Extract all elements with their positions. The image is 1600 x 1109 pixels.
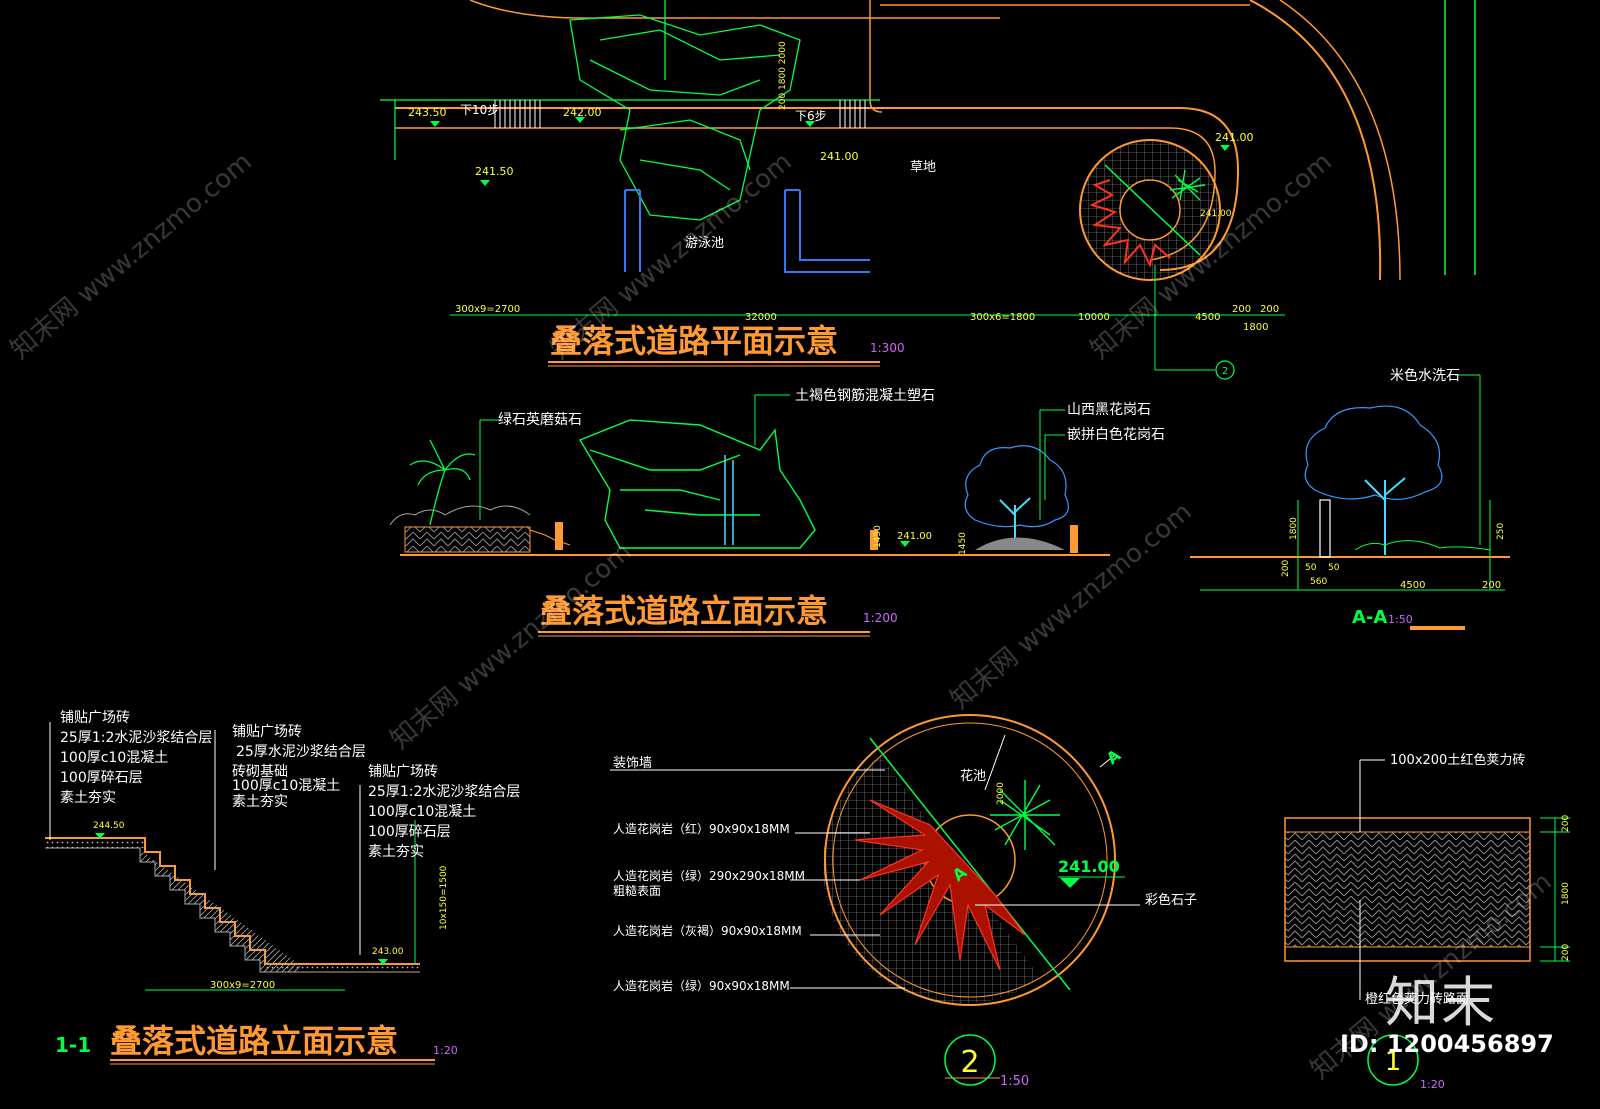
stair-elev-bot: 243.00 bbox=[372, 947, 404, 957]
stair-layer-a-1: 25厚1:2水泥沙浆结合层 bbox=[60, 730, 212, 746]
stair-layer-a-0: 铺贴广场砖 bbox=[60, 710, 130, 726]
plan-view: 2 243.50 下10步 242.00 下6步 241.50 241.00 2… bbox=[380, 0, 1476, 380]
aa-dim-5: 50 bbox=[1328, 563, 1340, 573]
plan-elev-6: 241.00 bbox=[1200, 209, 1232, 219]
stair-scale: 1:20 bbox=[433, 1044, 458, 1057]
aa-dim-7: 4500 bbox=[1400, 580, 1425, 591]
plan-elev-4: 241.00 bbox=[820, 150, 859, 163]
d2-label-3b: 粗糙表面 bbox=[613, 884, 661, 898]
d2-label-2: 人造花岗岩（红）90x90x18MM bbox=[613, 821, 790, 836]
plan-elev-3: 241.50 bbox=[475, 165, 514, 178]
stair-layer-b-3: 100厚c10混凝土 bbox=[232, 778, 340, 794]
aa-dim-8: 200 bbox=[1482, 580, 1501, 591]
d2-num: 2 bbox=[960, 1045, 979, 1080]
elev-scale: 1:200 bbox=[863, 611, 898, 625]
d2-scale: 1:50 bbox=[1000, 1074, 1029, 1089]
watermark-site-4: 知末网 www.znzmo.com bbox=[385, 537, 637, 756]
plan-title: 叠落式道路平面示意 bbox=[550, 322, 838, 360]
watermark-site-1: 知末网 www.znzmo.com bbox=[5, 147, 257, 366]
stair-layer-c-4: 素土夯实 bbox=[368, 844, 424, 860]
stair-layer-a-2: 100厚c10混凝土 bbox=[60, 750, 168, 766]
stair-layer-c-3: 100厚碎石层 bbox=[368, 824, 451, 840]
elev-dim-2: 1450 bbox=[958, 532, 968, 555]
aa-dim-2: 250 bbox=[1496, 523, 1506, 540]
elevation-view: 绿石英磨菇石 土褐色钢筋混凝土塑石 山西黑花岗石 嵌拼白色花岗石 241.00 … bbox=[389, 387, 1165, 637]
d2-cut-top: A bbox=[1103, 745, 1125, 768]
d1-num: 1 bbox=[1385, 1047, 1402, 1077]
d1-dim-3: 200 bbox=[1561, 944, 1571, 961]
plan-down-6: 下6步 bbox=[795, 109, 827, 123]
plan-dim-3: 300x6=1800 bbox=[970, 312, 1035, 323]
plan-dim-v: 200 1800 2000 bbox=[778, 41, 788, 110]
d2-elev: 241.00 bbox=[1058, 857, 1120, 876]
aa-dim-4: 50 bbox=[1305, 563, 1317, 573]
d1-dim-2: 1800 bbox=[1561, 882, 1571, 905]
watermark-brand: 知末 bbox=[1385, 971, 1497, 1034]
d1-label-bot: 橙红色荚力砖路面 bbox=[1365, 991, 1469, 1007]
section-aa: 米色水洗石 1800 250 200 50 50 560 4500 200 A-… bbox=[1190, 367, 1510, 630]
elev-elev-1: 241.00 bbox=[897, 531, 932, 542]
plan-dim-2: 32000 bbox=[745, 312, 777, 323]
stair-dim-h: 300x9=2700 bbox=[210, 980, 275, 991]
plan-dim-1: 300x9=2700 bbox=[455, 304, 520, 315]
stair-layer-c-0: 铺贴广场砖 bbox=[368, 764, 438, 780]
plan-dim-4: 10000 bbox=[1078, 312, 1110, 323]
d2-label-3a: 人造花岗岩（绿）290x290x18MM bbox=[613, 868, 805, 883]
d1-scale: 1:20 bbox=[1420, 1078, 1445, 1091]
plan-dim-5: 4500 bbox=[1195, 312, 1220, 323]
stair-layer-a-3: 100厚碎石层 bbox=[60, 770, 143, 786]
plan-dim-8: 1800 bbox=[1243, 322, 1268, 333]
d2-dim-v: 2000 bbox=[996, 782, 1006, 805]
watermark-id: ID: 1200456897 bbox=[1340, 1030, 1554, 1058]
aa-label: 米色水洗石 bbox=[1390, 367, 1460, 384]
stair-num: 1-1 bbox=[55, 1033, 91, 1057]
aa-title: A-A bbox=[1352, 607, 1387, 628]
stair-layer-b-0: 铺贴广场砖 bbox=[232, 724, 302, 740]
stair-title: 叠落式道路立面示意 bbox=[110, 1022, 398, 1060]
elev-label-3: 山西黑花岗石 bbox=[1067, 402, 1151, 418]
plan-elev-1: 243.50 bbox=[408, 106, 447, 119]
d2-label-1: 装饰墙 bbox=[613, 756, 652, 771]
d2-label-4: 人造花岗岩（灰褐）90x90x18MM bbox=[613, 923, 802, 938]
elev-label-4: 嵌拼白色花岗石 bbox=[1067, 426, 1165, 443]
d2-flower: 花池 bbox=[960, 768, 986, 784]
stair-layer-b-4: 素土夯实 bbox=[232, 794, 288, 810]
d2-colored-stone: 彩色石子 bbox=[1145, 892, 1197, 908]
elev-label-1: 绿石英磨菇石 bbox=[498, 411, 582, 428]
d2-label-5: 人造花岗岩（绿）90x90x18MM bbox=[613, 978, 790, 993]
detail-1: 100x200土红色荚力砖 橙红色荚力砖路面 200 1800 200 1 1:… bbox=[1284, 752, 1571, 1091]
aa-dim-1: 1800 bbox=[1289, 517, 1299, 540]
plan-dim-6: 200 bbox=[1232, 304, 1251, 315]
stair-layer-b-2: 砖砌基础 bbox=[232, 763, 288, 780]
detail-2: 装饰墙 人造花岗岩（红）90x90x18MM 人造花岗岩（绿）290x290x1… bbox=[610, 714, 1197, 1089]
stair-elev-top: 244.50 bbox=[93, 821, 125, 831]
elev-title: 叠落式道路立面示意 bbox=[540, 592, 828, 630]
stair-layer-c-1: 25厚1:2水泥沙浆结合层 bbox=[368, 784, 520, 800]
stair-layer-a-4: 素土夯实 bbox=[60, 790, 116, 806]
plan-dim-7: 200 bbox=[1260, 304, 1279, 315]
stair-layer-c-2: 100厚c10混凝土 bbox=[368, 804, 476, 820]
stair-layer-b-1: 25厚水泥沙浆结合层 bbox=[236, 744, 366, 760]
elev-dim-1: 1450 bbox=[873, 525, 883, 548]
d1-dim-1: 200 bbox=[1561, 815, 1571, 832]
elev-label-2: 土褐色钢筋混凝土塑石 bbox=[795, 387, 935, 404]
aa-dim-3: 200 bbox=[1281, 560, 1291, 577]
plan-elev-2: 242.00 bbox=[563, 106, 602, 119]
plan-down-10: 下10步 bbox=[460, 103, 499, 117]
plan-pool: 游泳池 bbox=[685, 236, 724, 251]
d1-label-top: 100x200土红色荚力砖 bbox=[1390, 752, 1525, 768]
stair-dim-v: 10x150=1500 bbox=[439, 865, 449, 930]
plan-lawn: 草地 bbox=[910, 160, 936, 175]
plan-scale: 1:300 bbox=[870, 341, 905, 355]
plan-elev-5: 241.00 bbox=[1215, 131, 1254, 144]
aa-scale: 1:50 bbox=[1388, 613, 1413, 626]
aa-dim-6: 560 bbox=[1310, 577, 1327, 587]
stair-section: 铺贴广场砖 25厚1:2水泥沙浆结合层 100厚c10混凝土 100厚碎石层 素… bbox=[45, 710, 520, 1065]
plan-callout: 2 bbox=[1222, 366, 1228, 377]
